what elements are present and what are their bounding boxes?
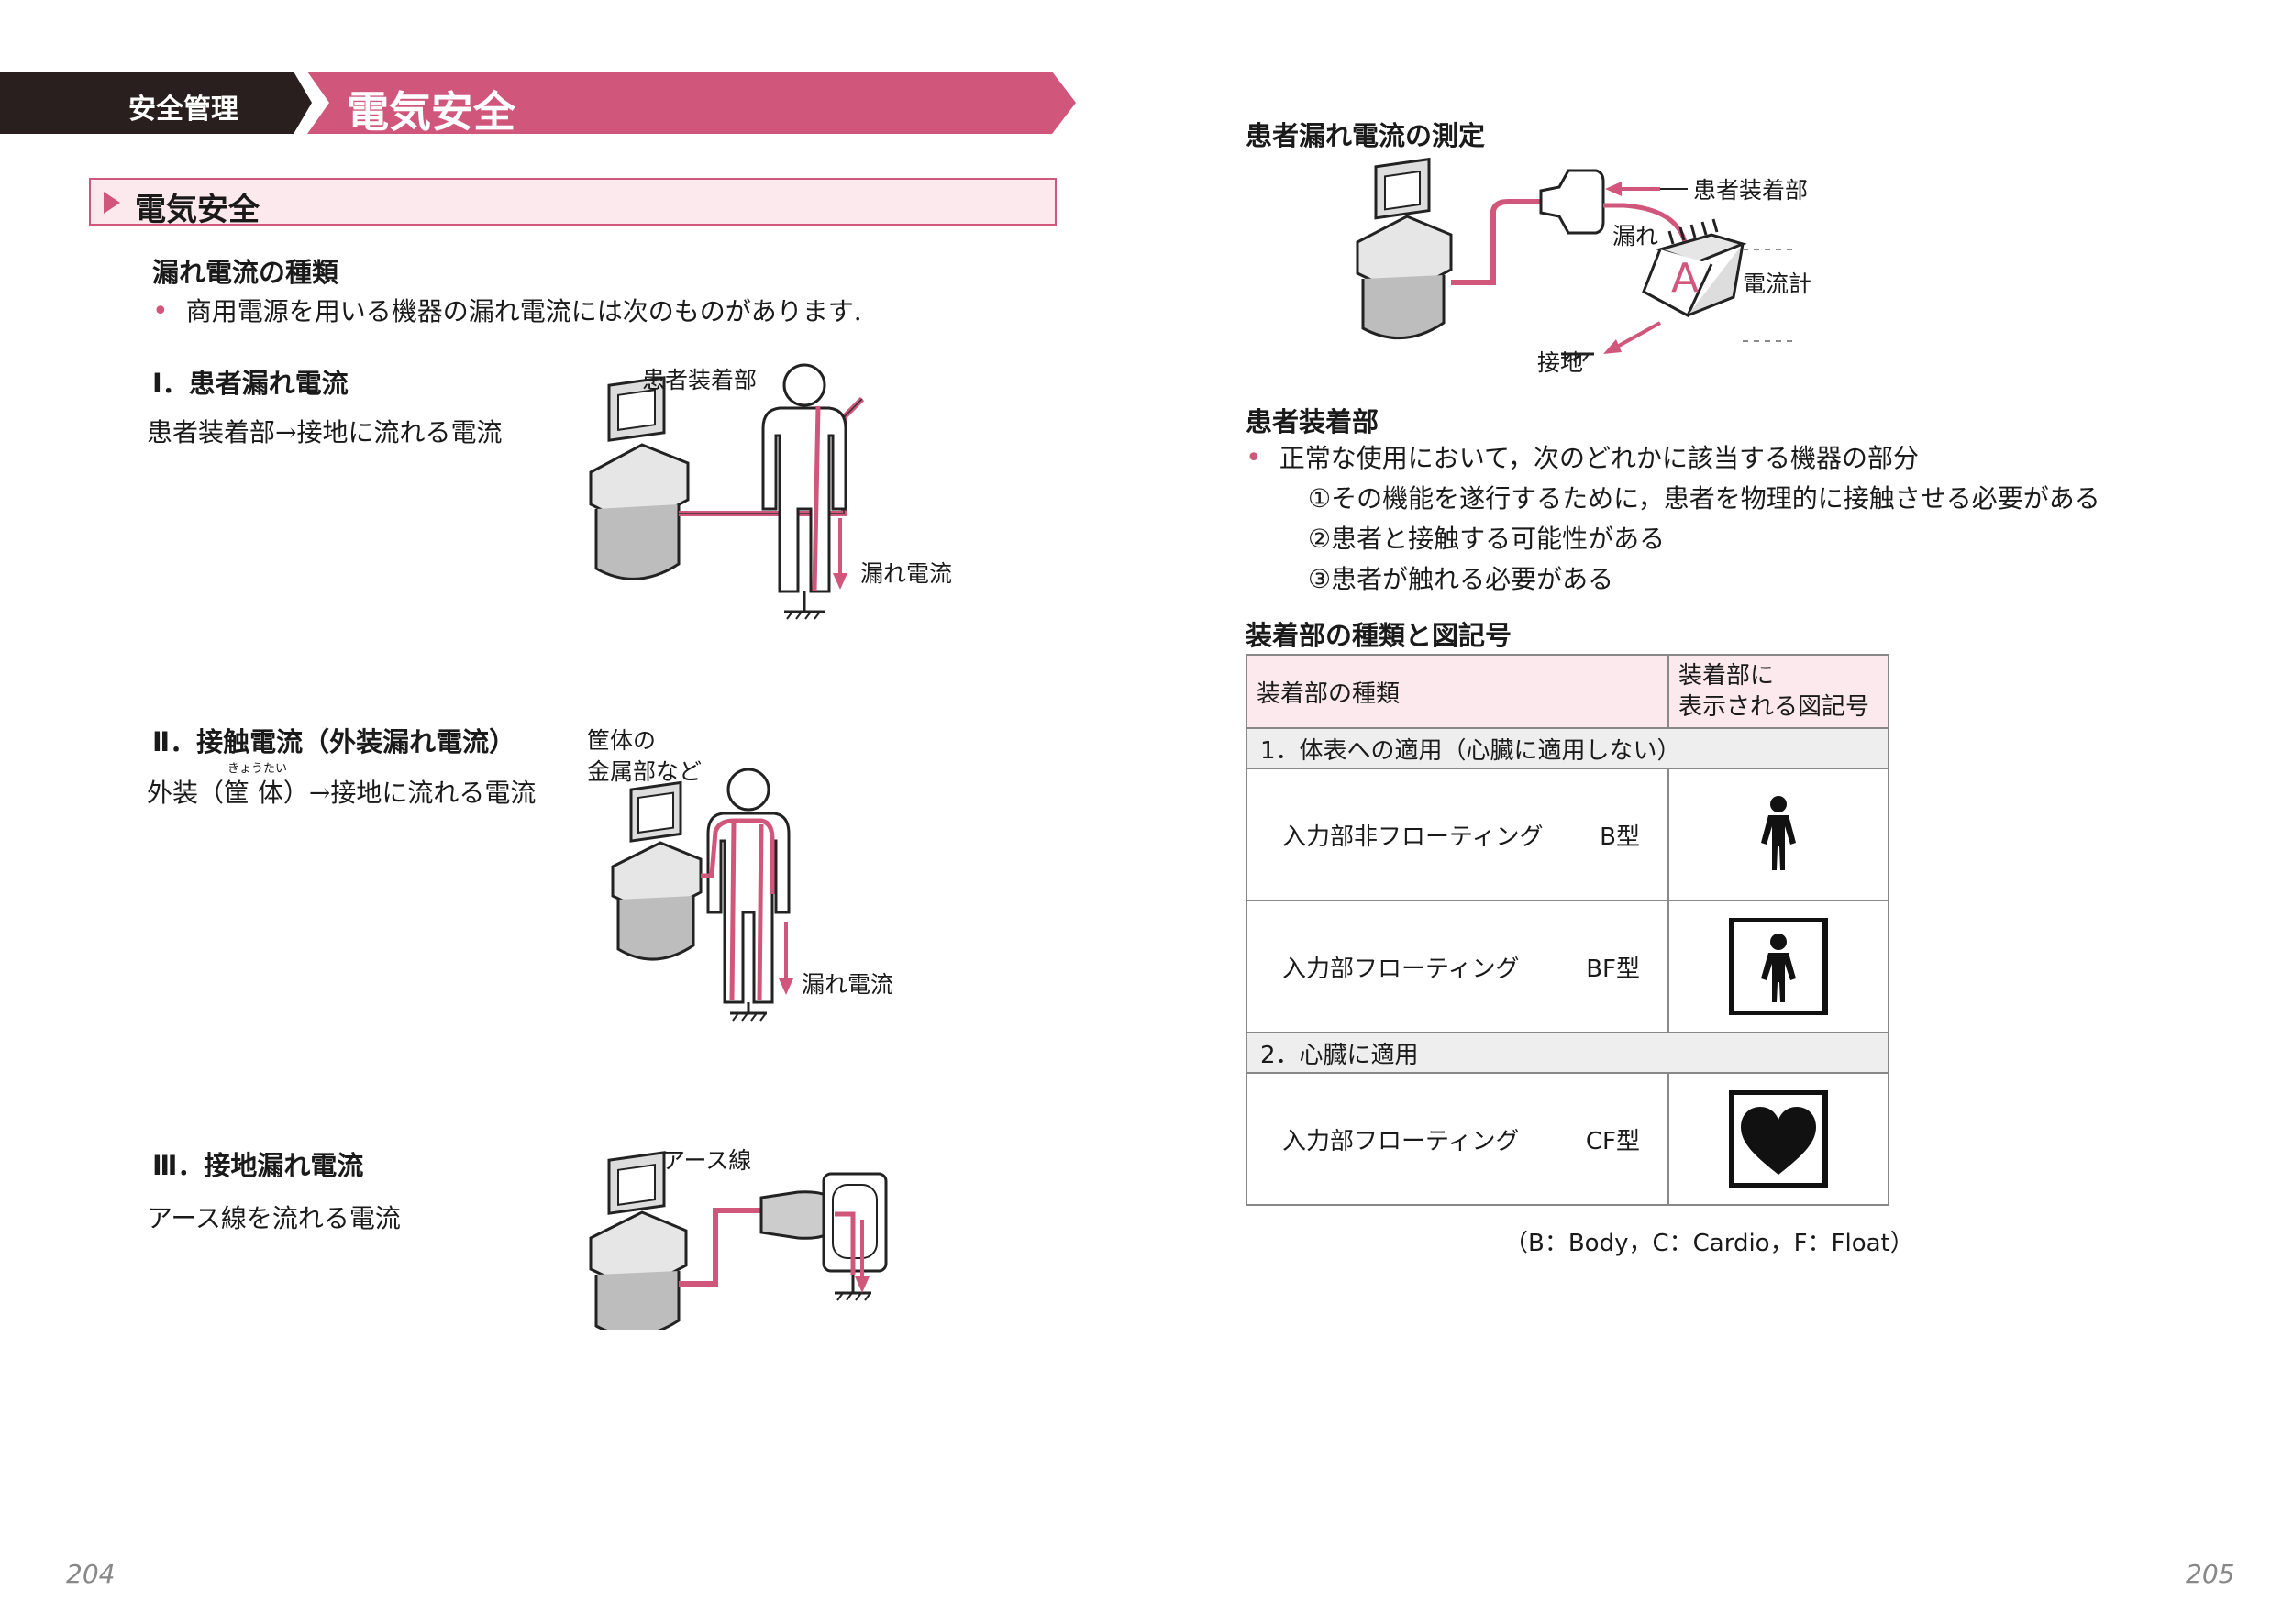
label-meas-applied-part: 患者装着部 — [1693, 177, 1809, 204]
table-cell-symbol — [1667, 1072, 1889, 1206]
earth-leakage-description: アース線を流れる電流 — [147, 1203, 401, 1233]
triangle-marker-icon — [104, 192, 120, 214]
label-meas-ground: 接地 — [1537, 349, 1584, 376]
label-meas-meter: 電流計 — [1743, 271, 1812, 297]
patient-leakage-diagram — [589, 363, 865, 620]
applied-part-table: 装着部の種類 装着部に 表示される図記号 1．体表への適用（心臓に適用しない） … — [1246, 654, 1889, 1206]
earth-leakage-diagram — [589, 1151, 888, 1330]
touch-current-diagram — [611, 768, 793, 1022]
table-header-row: 装着部の種類 装着部に 表示される図記号 — [1246, 654, 1889, 729]
meter-letter: A — [1671, 255, 1699, 302]
label-leakage-current-2: 漏れ電流 — [802, 971, 894, 998]
label-applied-part: 患者装着部 — [642, 367, 758, 393]
row-name: 入力部フローティング — [1282, 1127, 1520, 1155]
label-meas-leak: 漏れ — [1612, 223, 1659, 249]
applied-part-bullet-text: 正常な使用において，次のどれかに該当する機器の部分 — [1279, 443, 1919, 473]
table-cell-name: 入力部非フローティング B型 — [1246, 768, 1669, 901]
ruby-reading: きょうたい — [227, 762, 288, 776]
label-enclosure-line2: 金属部など — [587, 758, 703, 785]
patient-leakage-description: 患者装着部→接地に流れる電流 — [147, 417, 503, 447]
table-col-symbol: 装着部に 表示される図記号 — [1667, 654, 1889, 729]
heart-in-box-icon — [1729, 1090, 1828, 1188]
leakage-types-heading: 漏れ電流の種類 — [152, 257, 339, 288]
table-cell-name: 入力部フローティング CF型 — [1246, 1072, 1669, 1206]
table-col-symbol-line1: 装着部に — [1678, 662, 1775, 690]
row-type: CF型 — [1585, 1127, 1640, 1155]
table-cell-name: 入力部フローティング BF型 — [1246, 900, 1669, 1033]
table-col-symbol-line2: 表示される図記号 — [1678, 693, 1870, 721]
person-in-box-icon — [1729, 918, 1828, 1015]
touch-current-description: 外装（きょうたい筐 体）→接地に流れる電流 — [147, 762, 537, 810]
header-title-band — [307, 72, 1076, 134]
earth-leakage-heading: Ⅲ．接地漏れ電流 — [152, 1150, 364, 1181]
applied-part-item-2: ②患者と接触する可能性がある — [1308, 524, 1666, 554]
section-title: 電気安全 — [135, 192, 260, 228]
row-type: B型 — [1600, 823, 1640, 851]
table-category-row: 2．心臓に適用 — [1246, 1032, 1889, 1074]
applied-part-item-1: ①その機能を遂行するために，患者を物理的に接触させる必要がある — [1308, 483, 2100, 514]
applied-part-heading: 患者装着部 — [1246, 406, 1379, 437]
table-cell-symbol — [1667, 900, 1889, 1033]
header-category: 安全管理 — [128, 94, 238, 126]
header-category-band — [0, 72, 312, 134]
measurement-diagram: A — [1356, 157, 1798, 362]
table-note: （B：Body，C：Cardio，F：Float） — [1504, 1230, 1914, 1257]
table-col-type: 装着部の種類 — [1246, 654, 1669, 729]
table-category-row: 1．体表への適用（心臓に適用しない） — [1246, 727, 1889, 769]
leakage-types-intro: 商用電源を用いる機器の漏れ電流には次のものがあります. — [185, 296, 862, 326]
page-title: 電気安全 — [347, 87, 515, 137]
table-category-1: 1．体表への適用（心臓に適用しない） — [1246, 727, 1889, 769]
table-cell-symbol — [1667, 768, 1889, 901]
touch-current-prefix: 外装（ — [147, 778, 225, 808]
measurement-heading: 患者漏れ電流の測定 — [1246, 120, 1486, 151]
leakage-types-bullet: • 商用電源を用いる機器の漏れ電流には次のものがあります. — [152, 292, 862, 328]
table-heading: 装着部の種類と図記号 — [1246, 620, 1512, 651]
table-row: 入力部非フローティング B型 — [1246, 768, 1889, 901]
label-enclosure-line1: 筐体の — [587, 727, 657, 754]
applied-part-bullet: • 正常な使用において，次のどれかに該当する機器の部分 — [1246, 438, 1919, 475]
person-icon — [1761, 796, 1796, 870]
row-name: 入力部フローティング — [1282, 955, 1520, 983]
applied-part-item-3: ③患者が触れる必要がある — [1308, 564, 1614, 594]
bullet-icon: • — [1246, 442, 1262, 474]
page-number-right: 205 — [2186, 1559, 2235, 1589]
label-earth-wire: アース線 — [662, 1147, 752, 1174]
label-leakage-current-1: 漏れ電流 — [860, 560, 953, 587]
ruby-enclosure: きょうたい筐 体 — [224, 762, 287, 810]
touch-current-suffix: ）→接地に流れる電流 — [282, 778, 537, 808]
section-bar: 電気安全 — [89, 178, 1057, 228]
page-number-left: 204 — [66, 1559, 116, 1589]
bullet-icon: • — [152, 295, 169, 327]
table-row: 入力部フローティング CF型 — [1246, 1072, 1889, 1206]
patient-leakage-heading: Ⅰ．患者漏れ電流 — [152, 368, 349, 399]
table-category-2: 2．心臓に適用 — [1246, 1032, 1889, 1074]
table-row: 入力部フローティング BF型 — [1246, 900, 1889, 1033]
row-type: BF型 — [1586, 955, 1640, 983]
ruby-base: 筐 体 — [224, 778, 283, 808]
touch-current-heading: Ⅱ．接触電流（外装漏れ電流） — [152, 726, 516, 757]
row-name: 入力部非フローティング — [1282, 823, 1544, 851]
